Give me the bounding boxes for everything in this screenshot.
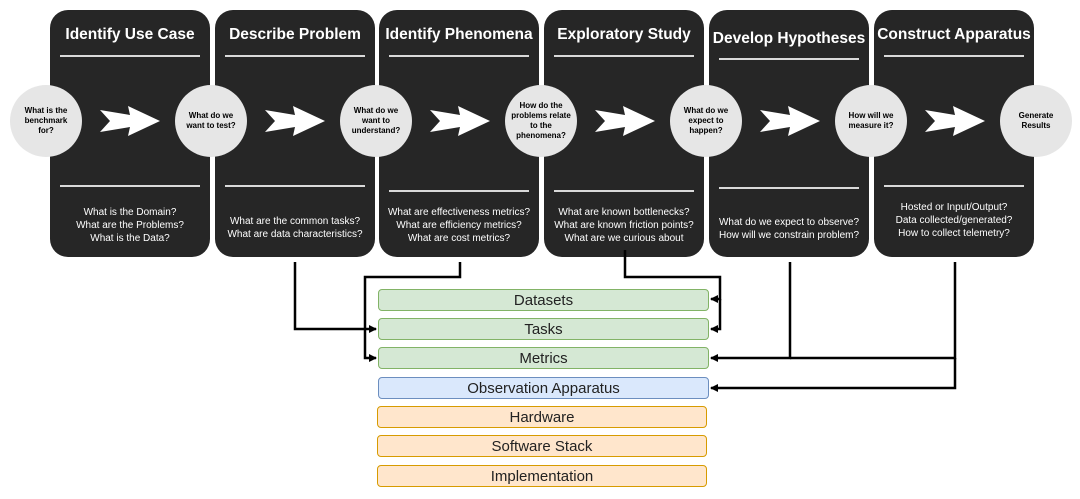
stage-questions: What do we expect to observe? How will w… bbox=[709, 206, 869, 251]
question-circle: How do the problems relate to the phenom… bbox=[505, 85, 577, 157]
divider bbox=[389, 55, 529, 57]
connector-exploratory-to-datasets bbox=[623, 250, 722, 303]
layer-hardware: Hardware bbox=[377, 406, 707, 428]
question: What are cost metrics? bbox=[407, 233, 511, 244]
question-circle: What do we expect to happen? bbox=[670, 85, 742, 157]
layer-tasks: Tasks bbox=[378, 318, 709, 340]
arrow-right-icon bbox=[595, 106, 655, 136]
question-circle: What do we want to understand? bbox=[340, 85, 412, 157]
question: How will we constrain problem? bbox=[718, 229, 860, 241]
question: What are the Problems? bbox=[76, 220, 184, 231]
divider bbox=[225, 185, 365, 187]
layer-datasets: Datasets bbox=[378, 289, 709, 311]
divider bbox=[554, 55, 694, 57]
question: How to collect telemetry? bbox=[898, 228, 1010, 239]
arrow-right-icon bbox=[100, 106, 160, 136]
question: What are efficiency metrics? bbox=[396, 220, 522, 231]
stage-title: Develop Hypotheses bbox=[712, 30, 866, 47]
divider bbox=[554, 190, 694, 192]
layer-observation-apparatus: Observation Apparatus bbox=[378, 377, 709, 399]
layer-metrics: Metrics bbox=[378, 347, 709, 369]
question: What are the common tasks? bbox=[229, 216, 361, 227]
connector-apparatus-to-observation bbox=[710, 358, 957, 392]
question: What is the Data? bbox=[90, 233, 170, 244]
stage-title: Exploratory Study bbox=[557, 26, 691, 43]
stage-title: Identify Phenomena bbox=[385, 26, 533, 43]
divider bbox=[719, 187, 859, 189]
arrow-right-icon bbox=[760, 106, 820, 136]
layer-implementation: Implementation bbox=[377, 465, 707, 487]
question: What do we expect to observe? bbox=[718, 216, 860, 228]
question: What is the Domain? bbox=[83, 207, 177, 218]
divider bbox=[389, 190, 529, 192]
arrow-right-icon bbox=[925, 106, 985, 136]
layer-software-stack: Software Stack bbox=[377, 435, 707, 457]
divider bbox=[884, 55, 1024, 57]
question-circle: What is the benchmark for? bbox=[10, 85, 82, 157]
connector-hypotheses-to-metrics bbox=[710, 262, 792, 362]
question-circle: What do we want to test? bbox=[175, 85, 247, 157]
question: What are we curious about bbox=[564, 233, 684, 244]
divider bbox=[225, 55, 365, 57]
stage-questions: What are effectiveness metrics? What are… bbox=[379, 200, 539, 251]
divider bbox=[60, 185, 200, 187]
divider bbox=[60, 55, 200, 57]
question: What are known friction points? bbox=[554, 220, 694, 231]
question: What are known bottlenecks? bbox=[558, 207, 690, 218]
question: What are data characteristics? bbox=[227, 229, 363, 240]
connector-exploratory-to-tasks bbox=[710, 299, 722, 333]
question: Data collected/generated? bbox=[895, 215, 1013, 226]
divider bbox=[719, 58, 859, 60]
connector-describe-to-tasks bbox=[293, 262, 377, 333]
question: Hosted or Input/Output? bbox=[900, 202, 1008, 213]
stage-questions: What are known bottlenecks? What are kno… bbox=[544, 200, 704, 251]
arrow-right-icon bbox=[430, 106, 490, 136]
stage-title: Identify Use Case bbox=[65, 26, 195, 43]
question-circle: How will we measure it? bbox=[835, 85, 907, 157]
question: What are effectiveness metrics? bbox=[387, 207, 531, 218]
arrow-right-icon bbox=[265, 106, 325, 136]
stage-title: Construct Apparatus bbox=[877, 26, 1031, 43]
stage-questions: What are the common tasks? What are data… bbox=[215, 205, 375, 251]
stage-questions: What is the Domain? What are the Problem… bbox=[50, 200, 210, 251]
question-circle: Generate Results bbox=[1000, 85, 1072, 157]
stage-questions: Hosted or Input/Output? Data collected/g… bbox=[874, 190, 1034, 251]
connector-apparatus-to-metrics bbox=[790, 262, 957, 360]
stage-title: Describe Problem bbox=[229, 26, 361, 43]
divider bbox=[884, 185, 1024, 187]
connector-phenomena-to-metrics bbox=[363, 262, 462, 362]
